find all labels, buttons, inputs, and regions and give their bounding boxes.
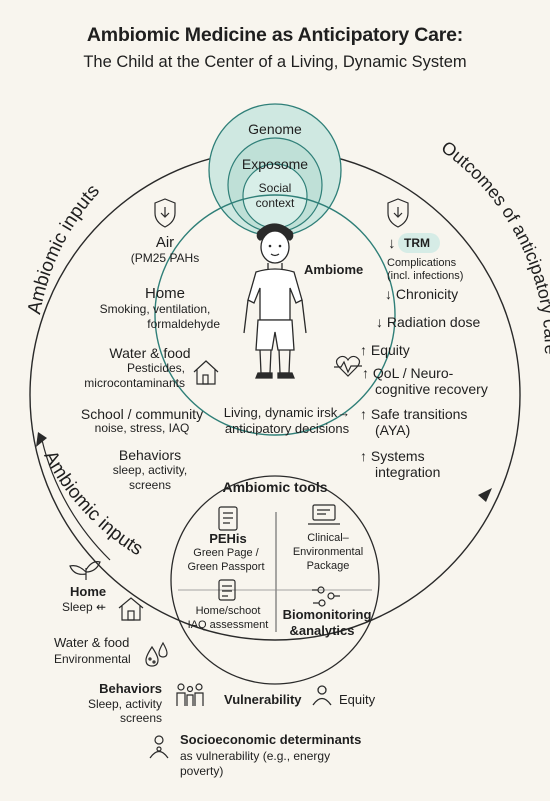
genome-label: Genome (248, 121, 302, 137)
input-water-detail-2: microcontaminants (84, 376, 185, 390)
tool-pehis-1: Green Page / (193, 547, 259, 559)
left-arrow-arc (41, 439, 111, 561)
input-home-detail-1: Smoking, ventilation, (99, 302, 211, 316)
outcome-safe-2: (AYA) (375, 422, 411, 438)
biomonitoring-icon (312, 586, 340, 607)
input-water: Water & food (109, 345, 191, 361)
home-outline-icon (118, 597, 144, 621)
tool-pehis: PEHis (209, 531, 247, 546)
tools-title: Ambiomic tools (222, 479, 328, 495)
droplets-icon (145, 641, 168, 667)
ambiome-label: Ambiome (304, 262, 364, 277)
socioeconomic-icon (149, 735, 169, 759)
tool-bio-1: Biomonitoring (282, 607, 372, 622)
sprout-icon (69, 561, 101, 580)
input-home-detail-2: formaldehyde (147, 317, 220, 331)
lower-behaviors-1: Sleep, activity (87, 697, 162, 711)
exposome-label: Exposome (241, 156, 309, 172)
input-behaviors: Behaviors (118, 447, 182, 463)
ambiome-circle (154, 194, 396, 436)
lower-vulnerability: Vulnerability (224, 692, 302, 707)
socio-title: Socioeconomic determinants (180, 732, 362, 747)
trm-pill (398, 233, 440, 253)
outcome-equity: ↑ Equity (360, 342, 410, 358)
trm-arrow: ↓ (388, 235, 396, 252)
outcome-safe-1: ↑ Safe transitions (360, 406, 468, 422)
arc-label-inputs-top: Ambiomic inputs (24, 181, 104, 316)
lower-home: Home (70, 584, 107, 599)
document-icon (218, 506, 238, 531)
input-school-detail: noise, stress, IAQ (94, 421, 190, 435)
input-water-detail-1: Pesticides, (126, 361, 185, 375)
lower-equity: Equity (339, 692, 376, 707)
outcome-qol-2: cognitive recovery (375, 381, 488, 397)
outcome-trm: TRM (404, 236, 430, 250)
diagram-title: Ambiomic Medicine as Anticipatory Care: (86, 24, 464, 46)
outcome-systems-1: ↑ Systems (360, 448, 425, 464)
shield-icon-outcomes (387, 198, 409, 228)
tool-clinical-1: Clinical– (307, 532, 349, 544)
outcome-complications-2: (incl. infections) (387, 270, 464, 282)
assessment-icon (218, 579, 236, 601)
outcome-qol-1: ↑ QoL / Neuro- (362, 365, 454, 381)
tool-pehis-2: Green Passport (187, 561, 265, 573)
input-behaviors-detail-1: sleep, activity, (112, 463, 188, 477)
outcome-complications-1: Complications (387, 257, 457, 269)
tool-home-2: IAQ assessment (187, 619, 269, 631)
input-home: Home (144, 285, 185, 302)
social-label-1: Social (258, 181, 292, 195)
heart-pulse-icon (334, 355, 362, 377)
tool-home-1: Home/schoot (195, 605, 261, 617)
tool-clinical-3: Package (306, 560, 350, 572)
outcome-chronicity: ↓ Chronicity (385, 286, 459, 302)
lower-water-detail: Environmental (54, 652, 131, 666)
living-dynamic-1: Living, dynamic irsk→ (223, 405, 351, 420)
child-figure (243, 223, 307, 379)
input-school: School / community (80, 406, 204, 422)
left-arrow-head (36, 432, 47, 447)
family-icon (176, 683, 204, 706)
lower-home-detail: Sleep ⇷ (62, 600, 107, 614)
diagram-subtitle: The Child at the Center of a Living, Dyn… (83, 53, 467, 71)
outcome-systems-2: integration (375, 464, 441, 480)
living-dynamic-2: anticipatory decisions (224, 421, 350, 436)
outcome-radiation: ↓ Radiation dose (376, 314, 481, 330)
right-arrow-head (478, 488, 492, 502)
input-air-detail: (PM25 PAHs (130, 251, 200, 265)
lower-behaviors-2: screens (119, 711, 162, 725)
laptop-icon (308, 504, 340, 525)
tool-clinical-2: Environmental (292, 546, 364, 558)
tool-bio-2: &analytics (289, 623, 355, 638)
tools-circle (170, 475, 380, 685)
person-icon (312, 685, 332, 706)
shield-icon-inputs (154, 198, 176, 228)
socio-detail-2: poverty) (180, 764, 224, 778)
input-air: Air (155, 234, 175, 251)
house-icon (193, 360, 219, 385)
social-label-2: context (255, 196, 295, 210)
socio-detail-1: as vulnerability (e.g., energy (180, 749, 331, 763)
lower-behaviors: Behaviors (99, 681, 162, 696)
input-behaviors-detail-2: screens (128, 478, 172, 492)
lower-water: Water & food (54, 635, 130, 650)
